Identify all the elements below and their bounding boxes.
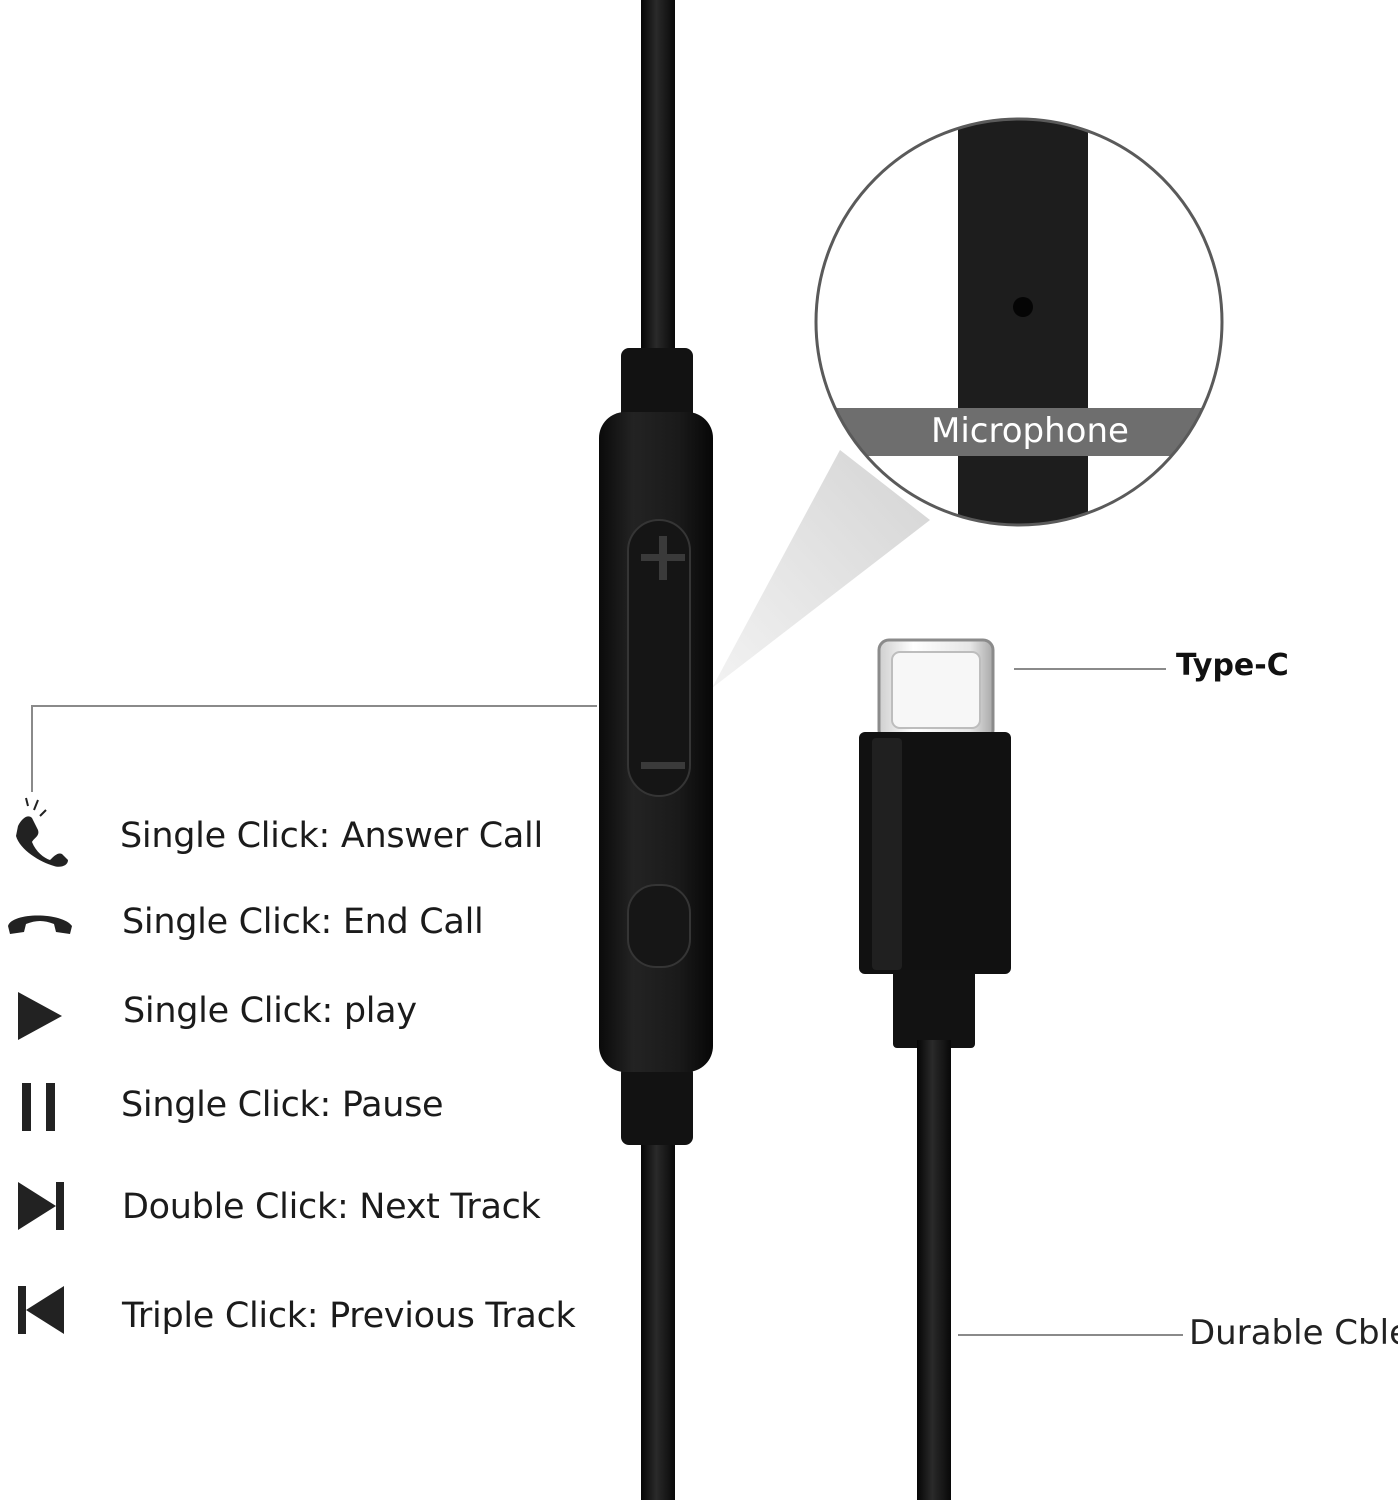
pause-icon bbox=[22, 1083, 55, 1131]
play-text: Single Click: play bbox=[123, 991, 417, 1031]
remote-callout-line bbox=[31, 705, 597, 792]
durable-cable-label: Durable Cble bbox=[1189, 1313, 1398, 1353]
remote-upper-collar bbox=[621, 348, 693, 428]
magnifier-beam bbox=[712, 450, 930, 688]
end-call-text: Single Click: End Call bbox=[122, 902, 484, 942]
volume-rocker bbox=[627, 519, 691, 797]
microphone-label: Microphone bbox=[931, 411, 1129, 451]
pause-text: Single Click: Pause bbox=[121, 1085, 444, 1125]
previous-track-icon bbox=[18, 1286, 64, 1334]
play-icon bbox=[18, 992, 62, 1040]
main-cable-top bbox=[641, 0, 675, 360]
volume-up-plus-v bbox=[659, 536, 667, 580]
next-track-icon bbox=[18, 1182, 64, 1230]
previous-track-text: Triple Click: Previous Track bbox=[122, 1296, 576, 1336]
usb-c-strain-relief bbox=[893, 970, 975, 1048]
next-track-text: Double Click: Next Track bbox=[122, 1187, 541, 1227]
answer-call-text: Single Click: Answer Call bbox=[120, 816, 543, 856]
microphone-band bbox=[816, 408, 1222, 456]
type-c-label: Type-C bbox=[1176, 648, 1289, 683]
center-button bbox=[627, 884, 691, 968]
usb-c-plug-opening bbox=[891, 651, 981, 729]
zoomed-cable bbox=[958, 119, 1088, 525]
microphone-hole bbox=[1013, 297, 1033, 317]
end-call-icon bbox=[8, 915, 72, 934]
usb-c-cable bbox=[917, 1040, 951, 1500]
remote-lower-collar bbox=[621, 1065, 693, 1145]
main-cable-bottom bbox=[641, 1135, 675, 1500]
magnifier-ring bbox=[814, 117, 1224, 527]
answer-call-icon bbox=[16, 797, 68, 867]
volume-down-minus bbox=[641, 762, 685, 769]
